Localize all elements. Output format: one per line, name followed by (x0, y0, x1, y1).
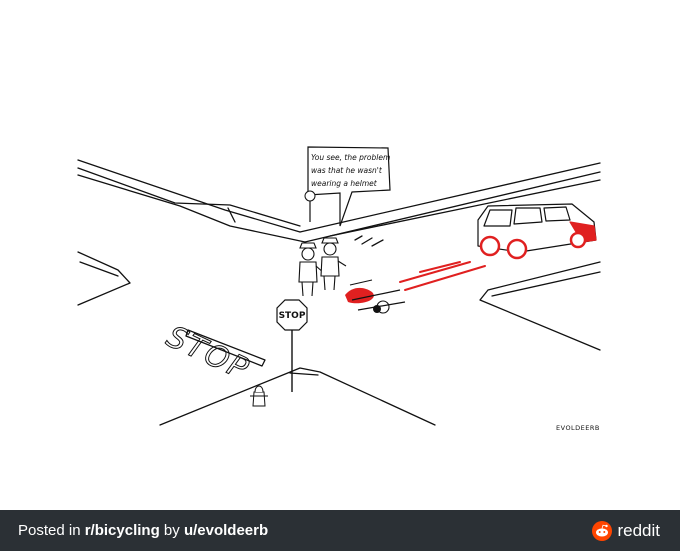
curb-left (77, 251, 131, 306)
curb-top-right-outer (299, 162, 601, 233)
curb-top-left-inner (77, 167, 301, 227)
reddit-wordmark: reddit (617, 520, 660, 540)
speech-line-3: wearing a helmet (311, 179, 378, 188)
speech-bubble: You see, the problem was that he wasn't … (304, 146, 391, 227)
stop-line (185, 329, 266, 367)
fire-hydrant (250, 385, 268, 407)
curb-bottom (159, 367, 436, 426)
speech-line-1: You see, the problem (311, 153, 390, 162)
footer-bar: Posted in r/bicycling by u/evoldeerb red… (0, 510, 680, 551)
comic-panel: You see, the problem was that he wasn't … (77, 146, 601, 432)
blood-trail (399, 261, 486, 291)
officer-right (320, 237, 347, 291)
subreddit-link[interactable]: r/bicycling (84, 522, 160, 539)
stop-sign: STOP (276, 299, 308, 392)
curb-top-left-outer (77, 159, 301, 233)
credit-prefix: Posted in (18, 522, 85, 539)
credit-middle: by (159, 522, 184, 539)
reddit-brand[interactable]: reddit (592, 520, 660, 541)
artist-signature: EVOLDEERB (556, 424, 600, 432)
post-credit: Posted in r/bicycling by u/evoldeerb (18, 522, 268, 539)
curb-top-left-lower (77, 174, 306, 243)
stop-sign-label: STOP (279, 311, 306, 321)
comic-drawing: You see, the problem was that he wasn't … (77, 146, 601, 432)
officer-left (298, 242, 326, 297)
reddit-logo-icon (592, 520, 613, 541)
road-stop-text: STOP (161, 319, 255, 388)
curb-right (479, 261, 601, 351)
van (477, 203, 597, 260)
speech-line-2: was that he wasn't (311, 166, 383, 175)
user-link[interactable]: u/evoldeerb (183, 522, 269, 539)
crash-scene (345, 279, 406, 314)
